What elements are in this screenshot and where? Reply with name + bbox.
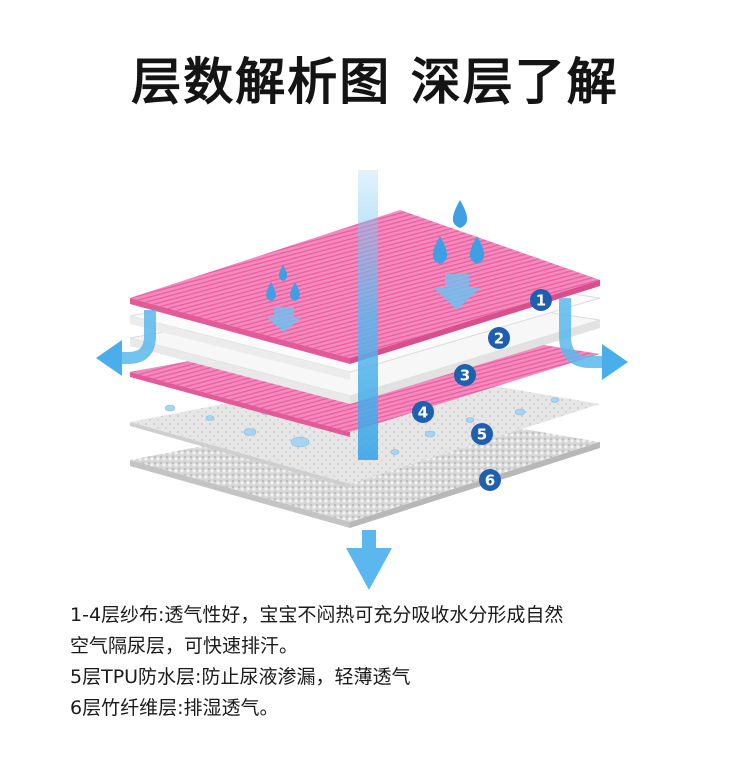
badge-number: 4 xyxy=(418,404,428,422)
layer-badge: 4 xyxy=(412,401,434,423)
description-line: 6层竹纤维层:排湿透气。 xyxy=(70,693,690,724)
layer-badge: 5 xyxy=(471,423,493,445)
layer-badge: 6 xyxy=(479,469,501,491)
badge-number: 5 xyxy=(477,426,487,444)
layer-description: 1-4层纱布:透气性好，宝宝不闷热可充分吸收水分形成自然 空气隔尿层，可快速排汗… xyxy=(70,600,690,724)
layer-diagram: 1 2 3 4 5 6 xyxy=(0,150,750,600)
description-line: 空气隔尿层，可快速排汗。 xyxy=(70,631,690,662)
page-title: 层数解析图 深层了解 xyxy=(0,42,750,114)
layer-badge: 3 xyxy=(454,364,476,386)
badge-number: 2 xyxy=(494,330,504,348)
badge-number: 1 xyxy=(536,292,546,310)
badge-number: 3 xyxy=(460,367,470,385)
layer-badge: 1 xyxy=(530,289,552,311)
badge-number: 6 xyxy=(485,472,495,490)
side-arrow-icon xyxy=(565,298,628,380)
layer-badge: 2 xyxy=(488,327,510,349)
description-line: 1-4层纱布:透气性好，宝宝不闷热可充分吸收水分形成自然 xyxy=(70,600,690,631)
description-line: 5层TPU防水层:防止尿液渗漏，轻薄透气 xyxy=(70,662,690,693)
